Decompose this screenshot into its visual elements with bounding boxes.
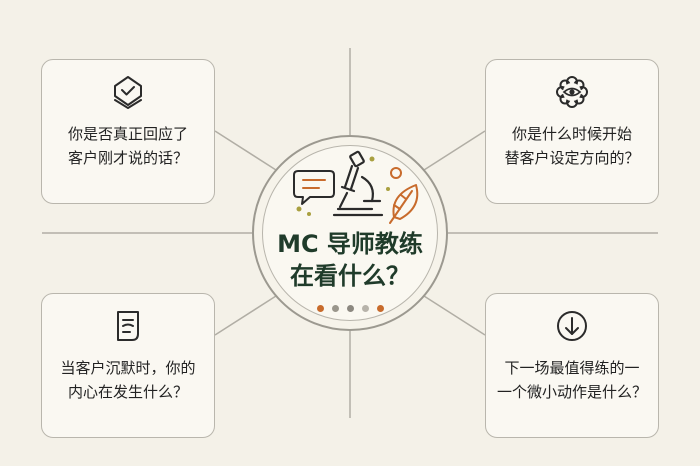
hub-title-line-2: 在看什么？ xyxy=(290,262,410,290)
connector-bottom-right xyxy=(423,295,486,336)
card-top-right: 你是什么时候开始 替客户设定方向的？ xyxy=(485,59,659,204)
card-bottom-right: 下一场最值得练的一 一个微小动作是什么？ xyxy=(485,293,659,438)
decor-dot-olive-left xyxy=(296,206,302,212)
card-line-2: 替客户设定方向的？ xyxy=(504,149,640,167)
leaf-icon xyxy=(389,184,419,224)
dot-5 xyxy=(376,305,384,312)
central-hub: MC 导师教练 在看什么？ xyxy=(252,135,448,331)
hub-illustration xyxy=(293,150,419,224)
dot-4 xyxy=(361,305,369,312)
dot-1 xyxy=(316,305,324,312)
decor-dot-olive xyxy=(369,156,375,162)
connector-bottom-left xyxy=(214,295,277,336)
card-line-2: 内心在发生什么？ xyxy=(67,383,188,401)
pagination-dots xyxy=(254,305,446,312)
microscope-icon xyxy=(332,150,384,217)
card-line-1: 你是否真正回应了 xyxy=(67,125,188,143)
card-line-1: 你是什么时候开始 xyxy=(511,125,632,143)
flower-eye-icon xyxy=(556,76,588,108)
connector-top-right xyxy=(423,130,486,171)
decor-dot-olive-small xyxy=(307,212,311,216)
dot-2 xyxy=(331,305,339,312)
dot-3 xyxy=(346,305,354,312)
connector-top-left xyxy=(214,130,277,171)
card-text: 你是否真正回应了 客户刚才说的话？ xyxy=(52,122,204,170)
card-line-2: 客户刚才说的话？ xyxy=(67,149,188,167)
card-text: 下一场最值得练的一 一个微小动作是什么？ xyxy=(496,356,648,404)
card-line-1: 当客户沉默时，你的 xyxy=(60,359,196,377)
card-text: 你是什么时候开始 替客户设定方向的？ xyxy=(496,122,648,170)
card-line-1: 下一场最值得练的一 xyxy=(504,359,640,377)
card-line-2: 一个微小动作是什么？ xyxy=(496,383,647,401)
card-text: 当客户沉默时，你的 内心在发生什么？ xyxy=(52,356,204,404)
decor-dot-olive-right xyxy=(386,187,390,191)
decor-circle-orange xyxy=(390,167,402,179)
document-lines-icon xyxy=(117,311,139,341)
checkmark-shield-icon xyxy=(114,76,142,109)
speech-bubble-icon xyxy=(293,170,335,205)
card-bottom-left: 当客户沉默时，你的 内心在发生什么？ xyxy=(41,293,215,438)
down-arrow-circle-icon xyxy=(557,311,587,341)
card-top-left: 你是否真正回应了 客户刚才说的话？ xyxy=(41,59,215,204)
hub-title-line-1: MC 导师教练 xyxy=(277,230,423,258)
